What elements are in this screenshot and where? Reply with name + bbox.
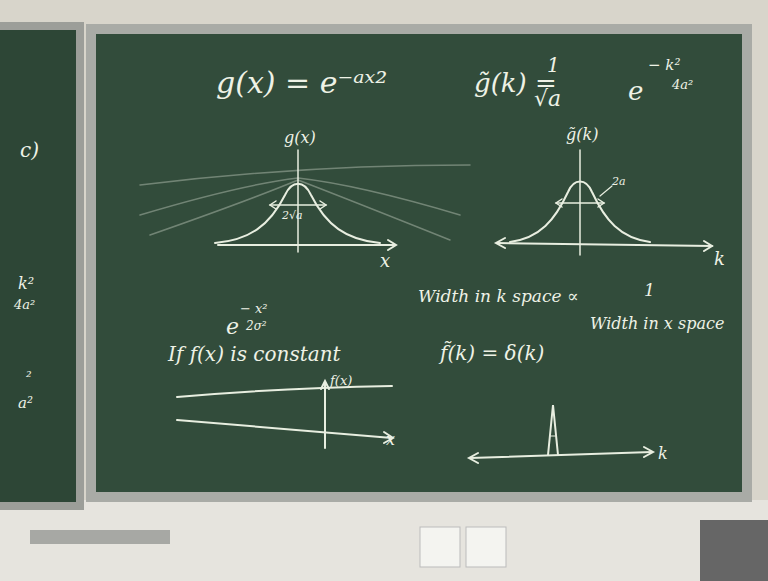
erased-lines bbox=[140, 165, 470, 240]
axis-label: x bbox=[386, 432, 395, 448]
exponent-denominator: 4a² bbox=[672, 78, 693, 91]
board-frame bbox=[86, 24, 752, 502]
chalkboard bbox=[96, 34, 742, 492]
gaussian-curve bbox=[215, 184, 380, 243]
left-board-frame bbox=[0, 22, 84, 510]
constant-line bbox=[177, 386, 392, 397]
axis-arrow bbox=[321, 381, 329, 389]
width-arrow-heads bbox=[556, 199, 604, 207]
delta-spike-detail bbox=[550, 435, 556, 436]
width-arrow bbox=[556, 202, 604, 204]
leader-line bbox=[600, 186, 612, 196]
g-axis bbox=[297, 150, 299, 252]
width-relation: Width in x space bbox=[590, 316, 724, 332]
exponent-denominator: 2σ² bbox=[246, 320, 267, 332]
width-arrow-heads bbox=[270, 201, 326, 209]
exponential-base: e bbox=[628, 78, 643, 104]
width-arrow bbox=[270, 204, 326, 206]
axis-label: x bbox=[380, 252, 390, 270]
fraction-numerator: 1 bbox=[644, 282, 655, 299]
axis-label: f(x) bbox=[330, 374, 352, 387]
board-fragment: a² bbox=[18, 396, 33, 411]
width-label: 2a bbox=[612, 176, 626, 187]
exponential-base: e bbox=[226, 316, 239, 338]
k-axis bbox=[470, 452, 652, 458]
gaussian-curve bbox=[510, 182, 650, 243]
lower-wall bbox=[0, 500, 768, 581]
socket bbox=[466, 527, 506, 567]
axis-arrow bbox=[388, 240, 396, 250]
note-text: If f(x) is constant bbox=[168, 344, 341, 364]
left-board bbox=[0, 30, 76, 502]
socket bbox=[420, 527, 460, 567]
exponent-numerator: − k² bbox=[648, 58, 680, 73]
x-axis bbox=[177, 420, 392, 438]
board-fragment: c) bbox=[20, 140, 39, 160]
board-fragment: ² bbox=[26, 370, 32, 384]
width-label: 2√a bbox=[282, 210, 303, 221]
axis-arrows bbox=[469, 447, 653, 463]
width-relation: Width in k space ∝ bbox=[418, 288, 578, 305]
axis-label: g(x) bbox=[284, 130, 316, 146]
chalk-dust bbox=[96, 34, 742, 492]
fraction-numerator: 1 bbox=[547, 55, 560, 75]
axis-label: k bbox=[658, 446, 668, 462]
axis-arrows bbox=[496, 238, 712, 251]
k-axis bbox=[497, 243, 712, 246]
exponent-numerator: − x² bbox=[240, 302, 268, 315]
x-axis bbox=[218, 244, 395, 246]
axis-label: g̃(k) bbox=[566, 127, 598, 143]
axis-label: k bbox=[714, 250, 725, 268]
delta-formula: f̃(k) = δ(k) bbox=[440, 343, 544, 363]
gaussian-formula: g(x) = e⁻ᵃˣ² bbox=[216, 68, 387, 98]
f-axis bbox=[324, 382, 326, 448]
fraction-denominator: √a bbox=[534, 88, 561, 110]
board-fragment: 4a² bbox=[14, 298, 35, 311]
delta-spike bbox=[548, 405, 558, 455]
board-fragment: k² bbox=[18, 276, 34, 292]
chalk-ledge bbox=[30, 530, 170, 544]
monitor-corner bbox=[700, 520, 768, 581]
